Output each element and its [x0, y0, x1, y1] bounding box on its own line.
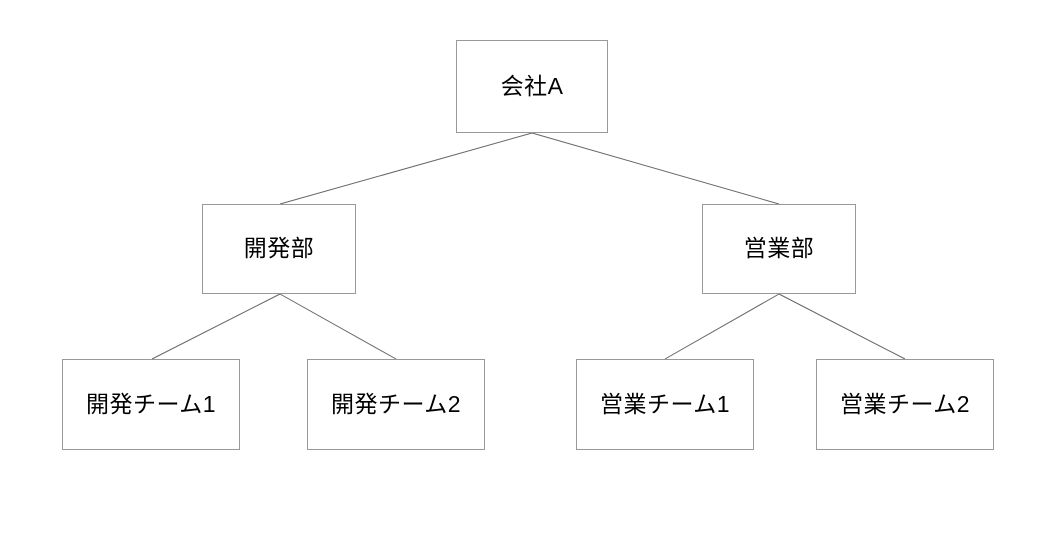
- node-root[interactable]: 会社A: [456, 40, 608, 133]
- node-label-dev-team1: 開発チーム1: [85, 390, 217, 417]
- connector-dev-team2: [279, 293, 397, 360]
- node-sls-team1[interactable]: 営業チーム1: [576, 359, 754, 450]
- node-sls-team2[interactable]: 営業チーム2: [816, 359, 994, 450]
- connector-sales-team2: [778, 293, 906, 360]
- connector-root-sales: [531, 132, 780, 205]
- node-dev-team1[interactable]: 開発チーム1: [62, 359, 240, 450]
- connector-sales-team1: [664, 293, 780, 360]
- node-label-dev: 開発部: [243, 235, 315, 262]
- node-label-sls-team1: 営業チーム1: [599, 390, 731, 417]
- node-label-root: 会社A: [500, 72, 564, 99]
- node-dev-team2[interactable]: 開発チーム2: [307, 359, 485, 450]
- node-sales[interactable]: 営業部: [702, 204, 856, 294]
- node-label-dev-team2: 開発チーム2: [330, 390, 462, 417]
- node-label-sls-team2: 営業チーム2: [839, 390, 971, 417]
- node-label-sales: 営業部: [743, 235, 815, 262]
- node-dev[interactable]: 開発部: [202, 204, 356, 294]
- connector-root-dev: [279, 132, 533, 205]
- connector-dev-team1: [151, 293, 281, 360]
